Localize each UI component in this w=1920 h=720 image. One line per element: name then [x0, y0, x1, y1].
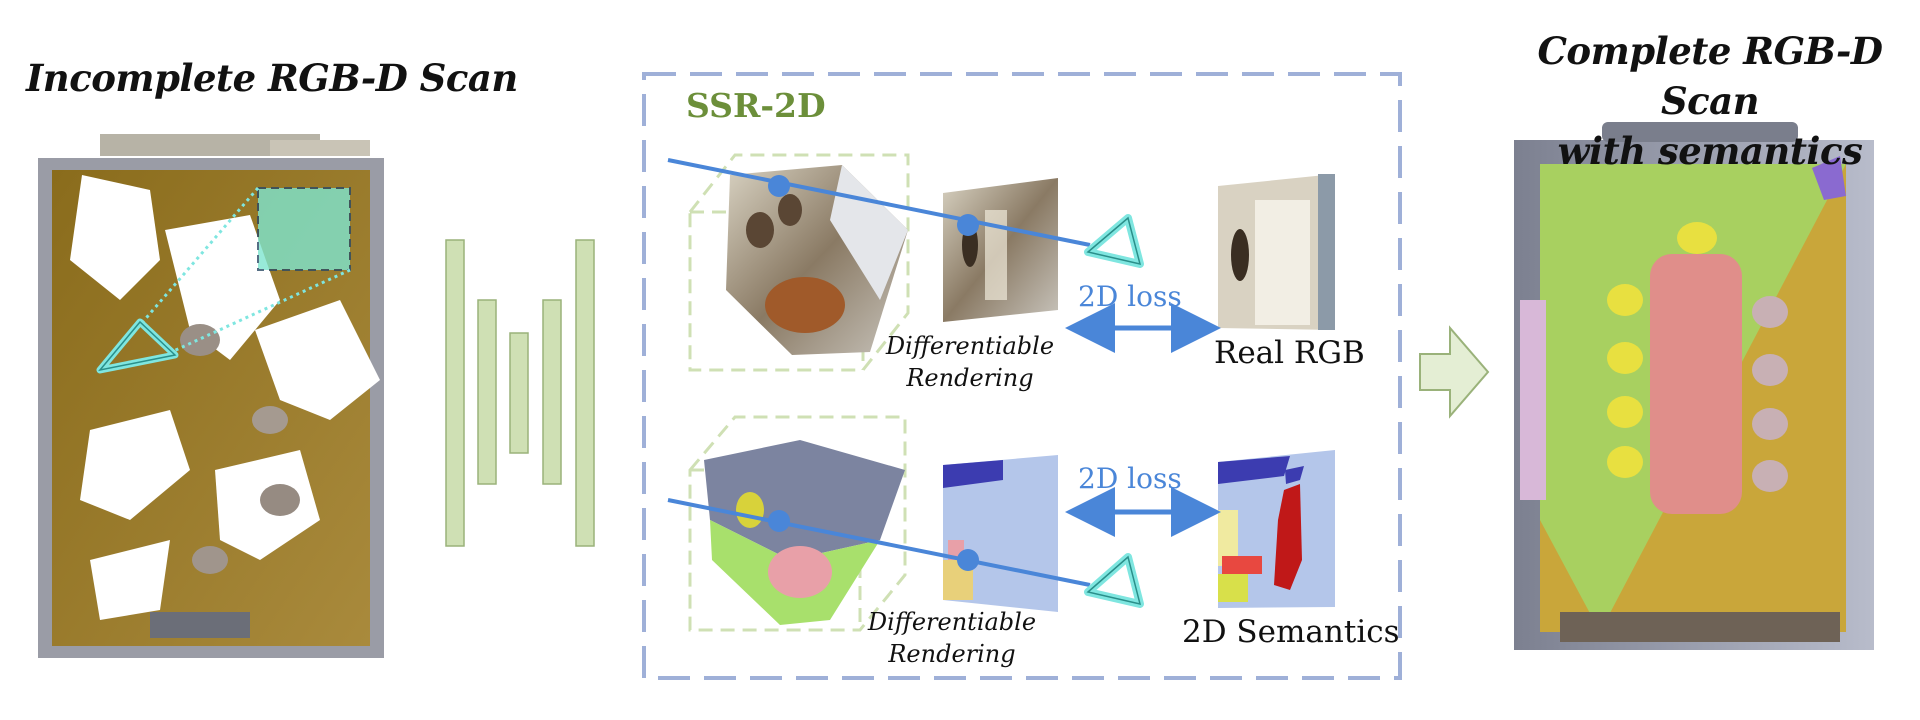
ray-sample-point: [768, 510, 790, 532]
rgb-render-line1: Differentiable: [885, 332, 1055, 360]
network-bar: [509, 332, 529, 454]
output-title-line2: with semantics: [1557, 129, 1863, 173]
output-arrow: [1419, 325, 1490, 419]
complete-scan-image: [1514, 122, 1874, 650]
semantic-render-line1: Differentiable: [867, 608, 1037, 636]
semantic-target-label: 2D Semantics: [1182, 614, 1400, 650]
module-name: SSR-2D: [686, 86, 826, 125]
semantic-voxel-cube: [688, 415, 907, 632]
rgb-loss-label: 2D loss: [1078, 280, 1182, 313]
camera-icon-semantic: [1084, 553, 1144, 608]
rendered-semantic-image: [943, 455, 1058, 612]
network-bar: [445, 239, 465, 547]
ssr2d-module-box: [642, 72, 1402, 680]
camera-ray-semantic: [667, 498, 1091, 587]
rgb-target-label: Real RGB: [1214, 335, 1365, 371]
network-bar: [542, 299, 562, 485]
ray-sample-point: [957, 549, 979, 571]
network-bar: [477, 299, 497, 485]
camera-icon-rgb: [1084, 214, 1144, 268]
input-title: Incomplete RGB-D Scan: [26, 56, 518, 100]
rendered-rgb-image: [943, 178, 1058, 322]
ray-sample-point: [768, 175, 790, 197]
semantic-loss-label: 2D loss: [1078, 462, 1182, 495]
ground-truth-semantic-image: [1218, 450, 1335, 608]
camera-ray-rgb: [667, 158, 1091, 247]
output-title: Complete RGB-D Scan with semantics: [1500, 26, 1920, 176]
ray-sample-point: [957, 214, 979, 236]
network-encoder-decoder: [445, 239, 595, 547]
real-rgb-image: [1218, 174, 1335, 330]
semantic-render-line2: Rendering: [888, 640, 1016, 668]
incomplete-scan-image: [38, 134, 384, 658]
rgb-render-label: Differentiable Rendering: [880, 330, 1060, 394]
semantic-render-label: Differentiable Rendering: [862, 606, 1042, 670]
network-bar: [575, 239, 595, 547]
rgb-render-line2: Rendering: [906, 364, 1034, 392]
output-title-line1: Complete RGB-D Scan: [1537, 29, 1883, 123]
rgb-voxel-cube: [688, 153, 910, 372]
